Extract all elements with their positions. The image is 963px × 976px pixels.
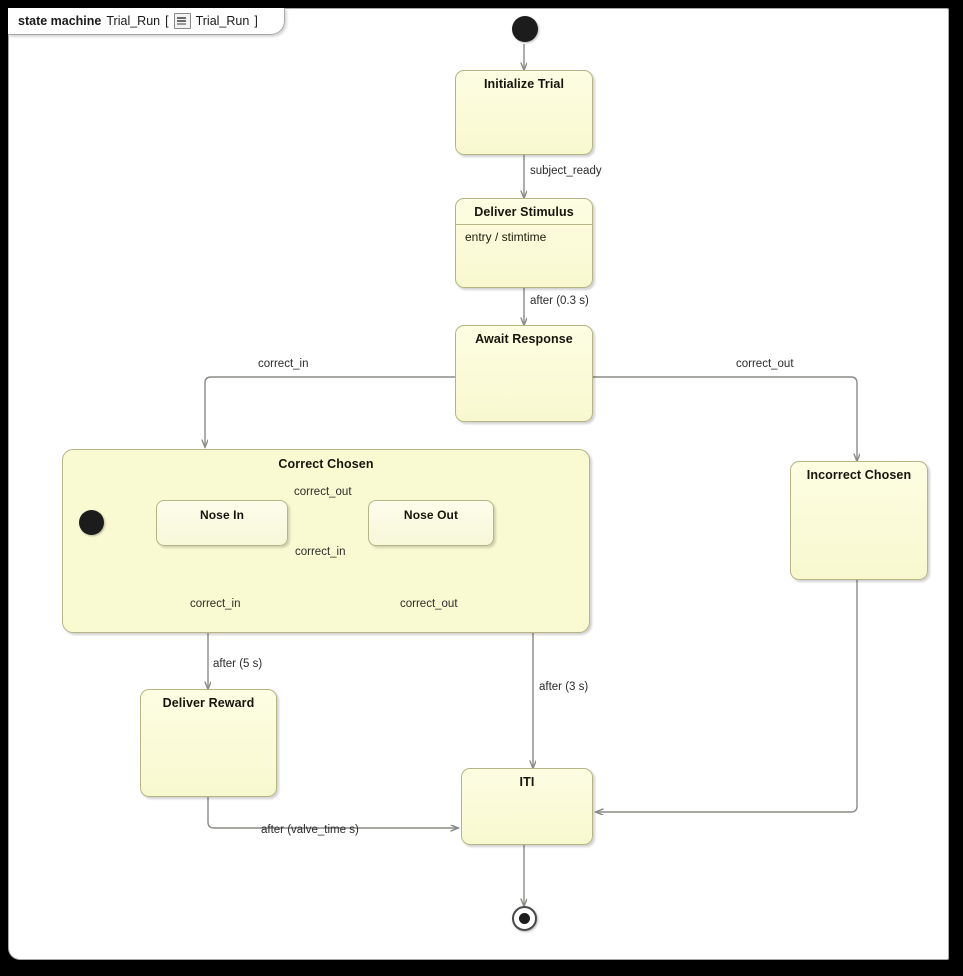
state-title: Incorrect Chosen [806,468,912,482]
transition-label-correct-in-to-nosein: correct_in [295,546,346,558]
compartment-separator [456,224,592,226]
initial-pseudostate [512,16,538,42]
frame-qualified-name: Trial_Run [195,14,250,28]
transition-label-after-03s: after (0.3 s) [530,295,589,307]
state-title: ITI [519,775,535,789]
state-title: Correct Chosen [278,457,374,471]
state-title: Deliver Reward [162,696,255,710]
transition-label-nose-in-self-loop: correct_in [190,598,241,610]
composite-state-correct-chosen[interactable]: Correct Chosen [62,449,590,633]
transition-label-after-5s: after (5 s) [213,658,263,670]
state-deliver-reward[interactable]: Deliver Reward [140,689,277,797]
state-entry-action: entry / stimtime [465,230,547,245]
bracket-close: ] [254,14,258,28]
transition-label-nose-out-self-loop: correct_out [400,598,458,610]
state-title: Await Response [475,332,573,346]
frame-title-tab: state machine Trial_Run [ Trial_Run ] [8,8,285,35]
state-title: Nose In [199,508,245,522]
bracket-open: [ [165,14,169,28]
frame-keyword: state machine [18,14,102,28]
state-title: Deliver Stimulus [474,205,574,219]
state-machine-icon [173,13,191,29]
state-title: Nose Out [403,508,459,522]
state-initialize-trial[interactable]: Initialize Trial [455,70,593,155]
transition-label-correct-out-to-noseout: correct_out [294,486,352,498]
transition-label-after-valve-time: after (valve_time s) [261,824,359,836]
transition-label-subject-ready: subject_ready [530,165,602,177]
state-iti[interactable]: ITI [461,768,593,845]
transition-label-correct-out-right: correct_out [736,358,794,370]
state-nose-out[interactable]: Nose Out [368,500,494,546]
state-deliver-stimulus[interactable]: Deliver Stimulus entry / stimtime [455,198,593,288]
state-incorrect-chosen[interactable]: Incorrect Chosen [790,461,928,580]
final-state [512,906,537,931]
state-title: Initialize Trial [483,77,565,91]
transition-label-correct-in-left: correct_in [258,358,309,370]
state-nose-in[interactable]: Nose In [156,500,288,546]
state-await-response[interactable]: Await Response [455,325,593,422]
transition-label-after-3s: after (3 s) [539,681,589,693]
inner-initial-pseudostate [79,510,104,535]
frame-name: Trial_Run [106,14,161,28]
